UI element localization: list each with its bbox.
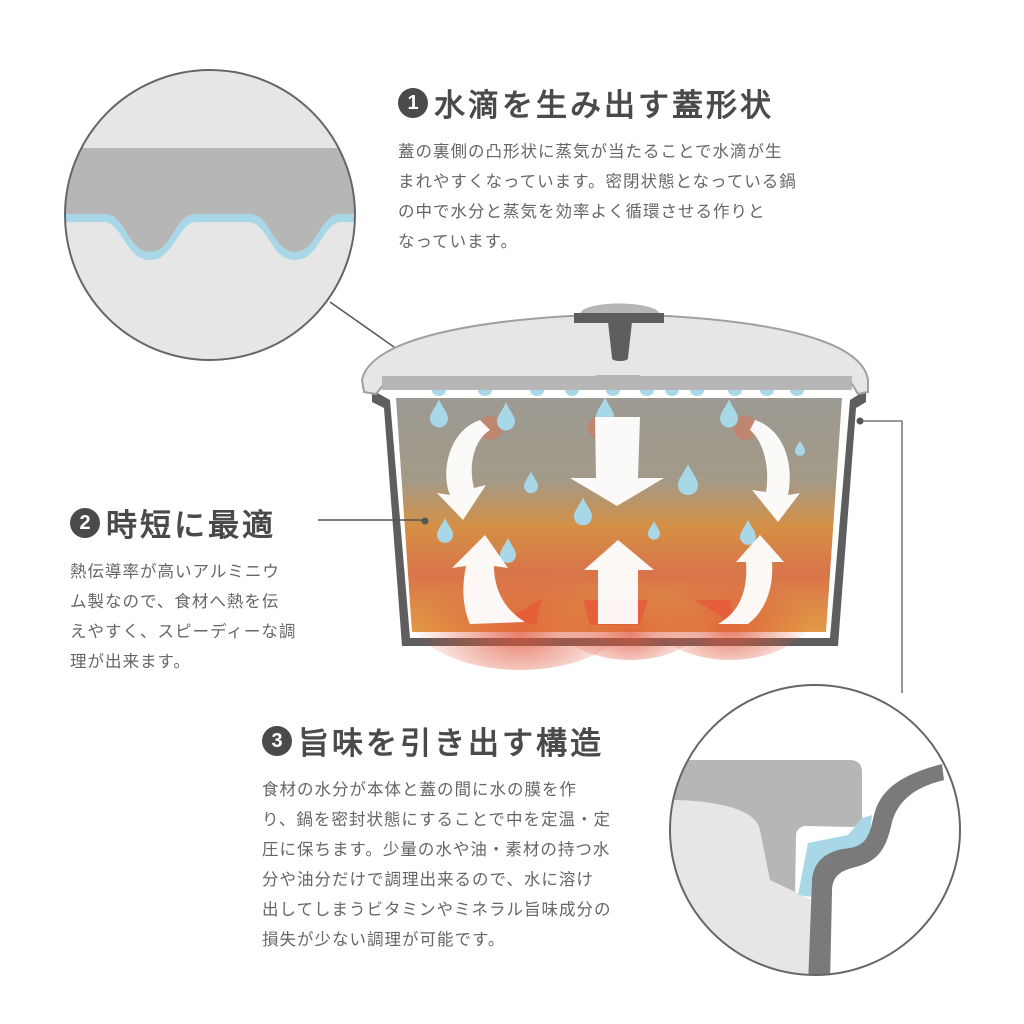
text-line: 損失が少ない調理が可能です。 [262,930,506,949]
number-badge-1: 1 [398,87,428,118]
text-line: 食材の水分が本体と蓋の間に水の膜を作 [262,780,577,799]
circulation-arrows [437,417,800,624]
pot-lid [360,303,869,396]
text-line: 熱伝導率が高いアルミニウ [70,562,280,581]
leader-line-3 [860,420,903,693]
text-line: の中で水分と蒸気を効率よく循環させる作りと [398,202,766,221]
text-line: まれやすくなっています。密閉状態となっている鍋 [398,172,797,191]
feature-2-title: 2 時短に最適 [70,500,296,545]
number-badge-3: 3 [262,725,292,756]
feature-2-title-text: 時短に最適 [106,508,276,544]
text-line: 出してしまうビタミンやミネラル旨味成分の [262,900,612,919]
feature-1: 1 水滴を生み出す蓋形状 蓋の裏側の凸形状に蒸気が当たることで水滴が生 まれやす… [398,80,797,257]
text-line: 蓋の裏側の凸形状に蒸気が当たることで水滴が生 [398,142,783,161]
text-line: なっています。 [398,232,519,251]
feature-3-description: 食材の水分が本体と蓋の間に水の膜を作 り、鍋を密封状態にすることで中を定温・定 … [262,775,612,955]
text-line: 圧に保ちます。少量の水や油・素材の持つ水 [262,840,611,859]
feature-3: 3 旨味を引き出す構造 食材の水分が本体と蓋の間に水の膜を作 り、鍋を密封状態に… [262,718,612,955]
text-line: えやすく、スピーディーな調 [70,622,297,641]
feature-3-title: 3 旨味を引き出す構造 [262,718,612,763]
lid-detail-zoom-circle [64,69,356,361]
text-line: 分や油分だけで調理出来るので、水に溶け [262,870,594,889]
rim-detail-zoom-circle [669,684,961,976]
feature-3-title-text: 旨味を引き出す構造 [298,726,604,762]
feature-1-description: 蓋の裏側の凸形状に蒸気が当たることで水滴が生 まれやすくなっています。密閉状態と… [398,137,797,257]
number-badge-2: 2 [70,507,100,538]
text-line: 理が出来ます。 [70,652,191,671]
feature-1-title-text: 水滴を生み出す蓋形状 [434,88,774,124]
feature-1-title: 1 水滴を生み出す蓋形状 [398,80,797,125]
text-line: り、鍋を密封状態にすることで中を定温・定 [262,810,612,829]
feature-2: 2 時短に最適 熱伝導率が高いアルミニウ ム製なので、食材へ熱を伝 えやすく、ス… [70,500,296,677]
text-line: ム製なので、食材へ熱を伝 [70,592,280,611]
feature-2-description: 熱伝導率が高いアルミニウ ム製なので、食材へ熱を伝 えやすく、スピーディーな調 … [70,557,296,677]
